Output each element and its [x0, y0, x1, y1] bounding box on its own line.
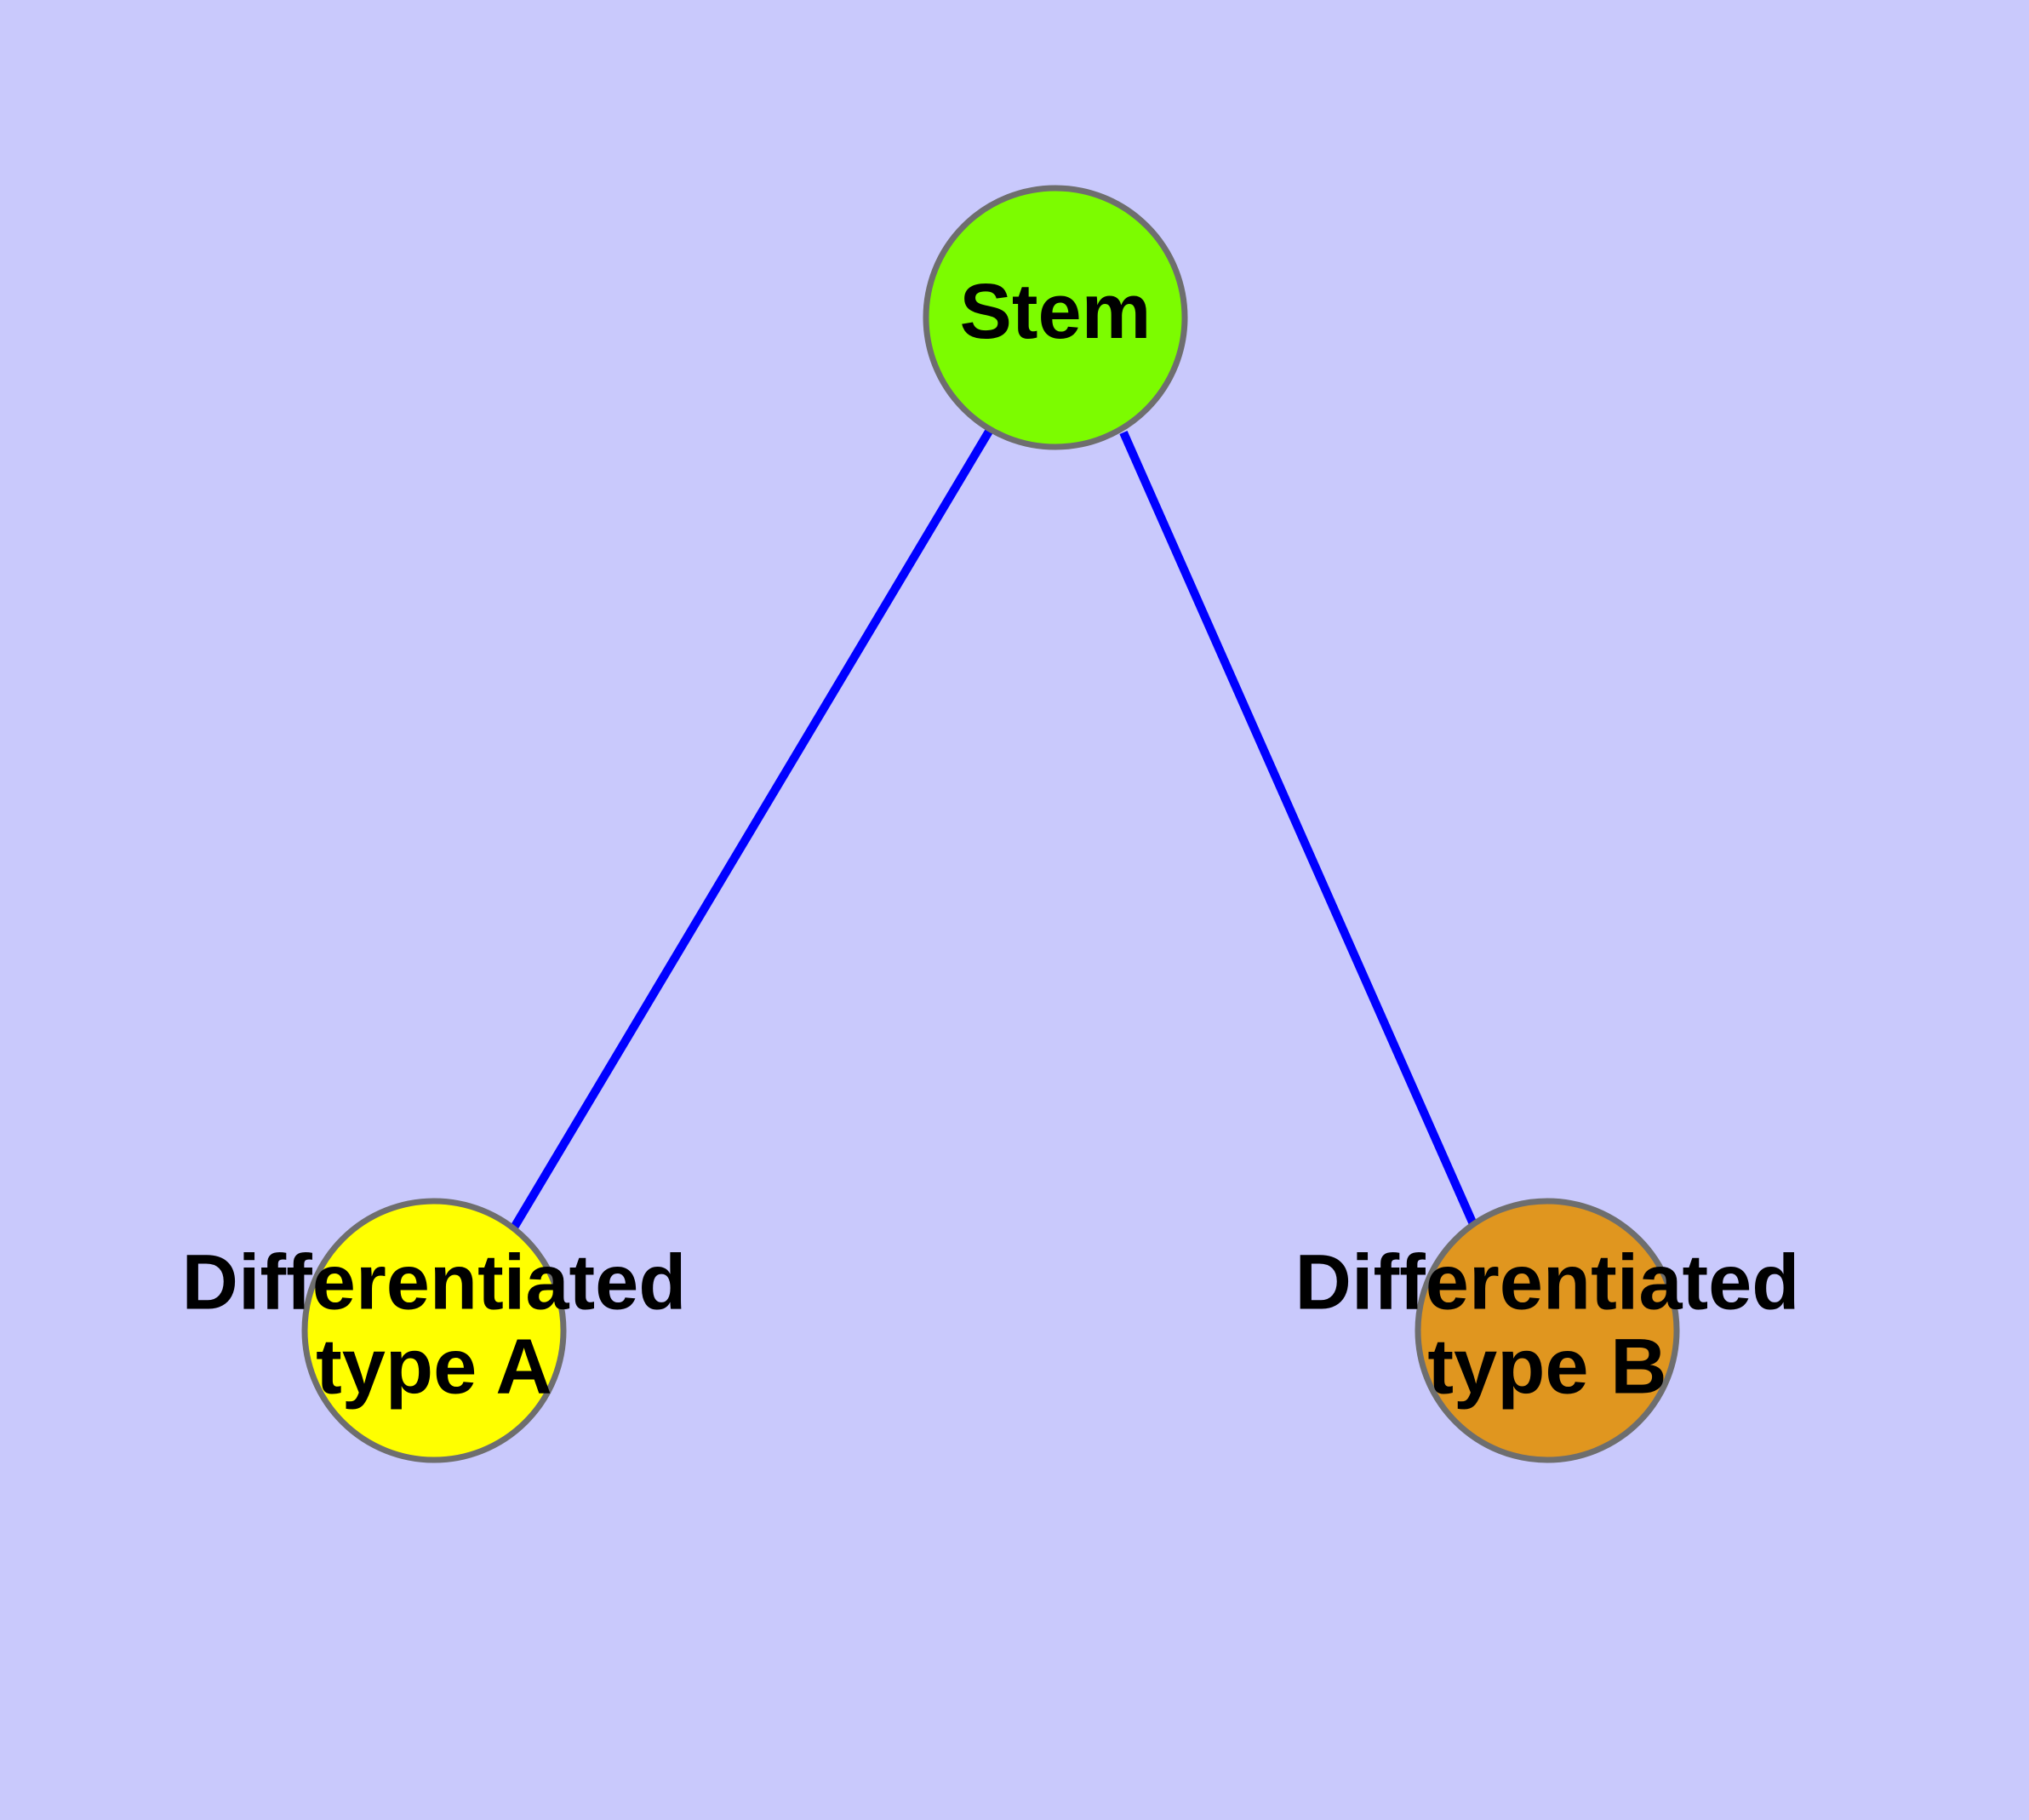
node-stem-label: Stem: [960, 268, 1152, 355]
node-label-line: Differentiated: [182, 1239, 687, 1326]
edge-stem-to-differentiated-a[interactable]: [510, 427, 994, 1230]
node-differentiated-type-a-circle[interactable]: [301, 1198, 567, 1463]
node-label-line: Stem: [960, 268, 1152, 355]
edges-layer: [510, 427, 1477, 1230]
edge-stem-to-differentiated-b[interactable]: [1119, 430, 1477, 1227]
node-stem[interactable]: Stem: [923, 185, 1188, 450]
node-differentiated-type-b-circle[interactable]: [1415, 1198, 1680, 1463]
node-label-line: type B: [1427, 1324, 1666, 1411]
node-label-line: type A: [316, 1324, 552, 1411]
node-label-line: Differentiated: [1295, 1239, 1800, 1326]
node-stem-circle[interactable]: [923, 185, 1188, 450]
